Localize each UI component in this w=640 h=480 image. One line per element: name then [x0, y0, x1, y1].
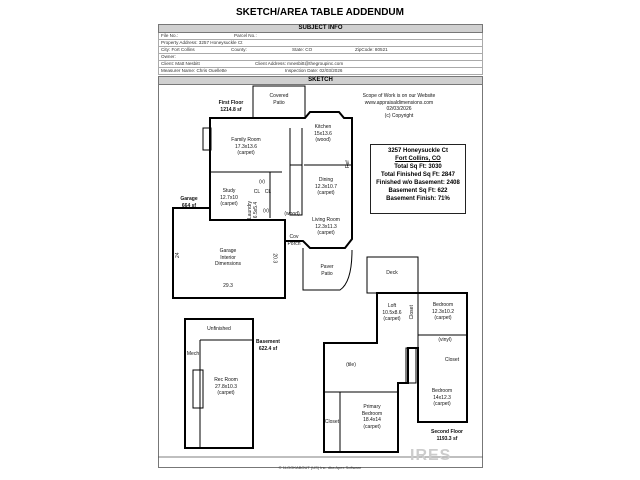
city: City: Fort Collins [161, 47, 195, 52]
info-row: Measurer Name: Chris Ouellette Inspection… [158, 68, 483, 75]
room-unfinished: Unfinished [207, 326, 231, 332]
room-mech: Mech [186, 351, 200, 357]
summary-basement: Basement Sq Ft: 622 [388, 188, 448, 194]
owner: Owner: [161, 54, 176, 59]
tile-label: (tile) [346, 362, 356, 368]
summary-address: 3257 Honeysuckle Ct [387, 148, 449, 154]
file-no: File No.: [161, 33, 179, 38]
summary-total: Total Sq Ft: 3030 [394, 164, 442, 170]
room-deck: Deck [386, 270, 398, 276]
info-row: File No.: Parcel No.: [158, 33, 483, 40]
state: State: CO [292, 47, 313, 52]
closet-vertical: Closet [408, 305, 415, 320]
summary-city: Fort Collins, CO [395, 156, 441, 162]
zip: ZipCode: 80521 [355, 47, 388, 52]
second-floor-walls [324, 293, 467, 452]
garage-outline [172, 207, 286, 299]
dimension-29-3: 29.3 [223, 283, 233, 289]
info-row: Property Address: 3257 Honeysuckle Ct [158, 40, 483, 47]
page-title: SKETCH/AREA TABLE ADDENDUM [236, 7, 404, 18]
vinyl-label: (v) [259, 179, 265, 185]
sketch-area [158, 85, 483, 468]
info-row: Owner: [158, 54, 483, 61]
watermark-logo: IRES [410, 447, 452, 464]
basement-unfinished-line [199, 339, 253, 448]
vinyl-label: (v) [263, 208, 269, 214]
basement-outline [184, 318, 254, 449]
closet-label: CL [264, 189, 272, 195]
client: Client: Matt Nesbitt [161, 61, 200, 66]
summary-finished: Total Finished Sq Ft: 2847 [381, 172, 455, 178]
stairs [289, 164, 303, 216]
parcel-no: Parcel No.: [234, 33, 257, 38]
info-row: Client: Matt Nesbitt Client Address: mnes… [158, 61, 483, 68]
room-laundry: Laundry 6.5x5.4 [247, 200, 259, 220]
ref-label: Ref [344, 160, 351, 169]
vinyl-label: (vinyl) [438, 337, 452, 343]
dimension-20-3: 20.3 [271, 253, 278, 264]
inspection-date: Inspection Date: 02/03/2026 [285, 68, 343, 73]
measurer: Measurer Name: Chris Ouellette [161, 68, 227, 73]
paver-patio-outline [302, 248, 353, 291]
wood-label: (wood) [284, 211, 300, 217]
info-row: City: Fort Collins County: State: CO ZipCod… [158, 47, 483, 54]
footer-copyright: © 1LOOKABOUT (US) Inc. dba Apex Software [278, 465, 362, 470]
sketch-header: SKETCH [158, 76, 483, 85]
upper-stairs [405, 347, 417, 384]
county: County: [231, 47, 247, 52]
closet-label: CL [253, 189, 261, 195]
subject-info-header: SUBJECT INFO [158, 24, 483, 33]
basement-stairs [192, 369, 204, 409]
closet-label: Closet [324, 419, 340, 425]
dimension-24: 24 [174, 252, 181, 259]
property-address: Property Address: 3257 Honeysuckle Ct [161, 40, 243, 45]
covered-patio-outline [252, 85, 306, 118]
area-summary-box: 3257 Honeysuckle Ct Fort Collins, CO Tot… [370, 144, 466, 214]
closet-label: Closet [444, 357, 460, 363]
client-address: Client Address: mnesbitt@thegroupinc.com [255, 61, 344, 66]
summary-finished-wo-basement: Finished w/o Basement: 2408 [376, 180, 460, 186]
fireplace [202, 127, 212, 151]
summary-basement-finish: Basement Finish: 71% [386, 196, 450, 202]
